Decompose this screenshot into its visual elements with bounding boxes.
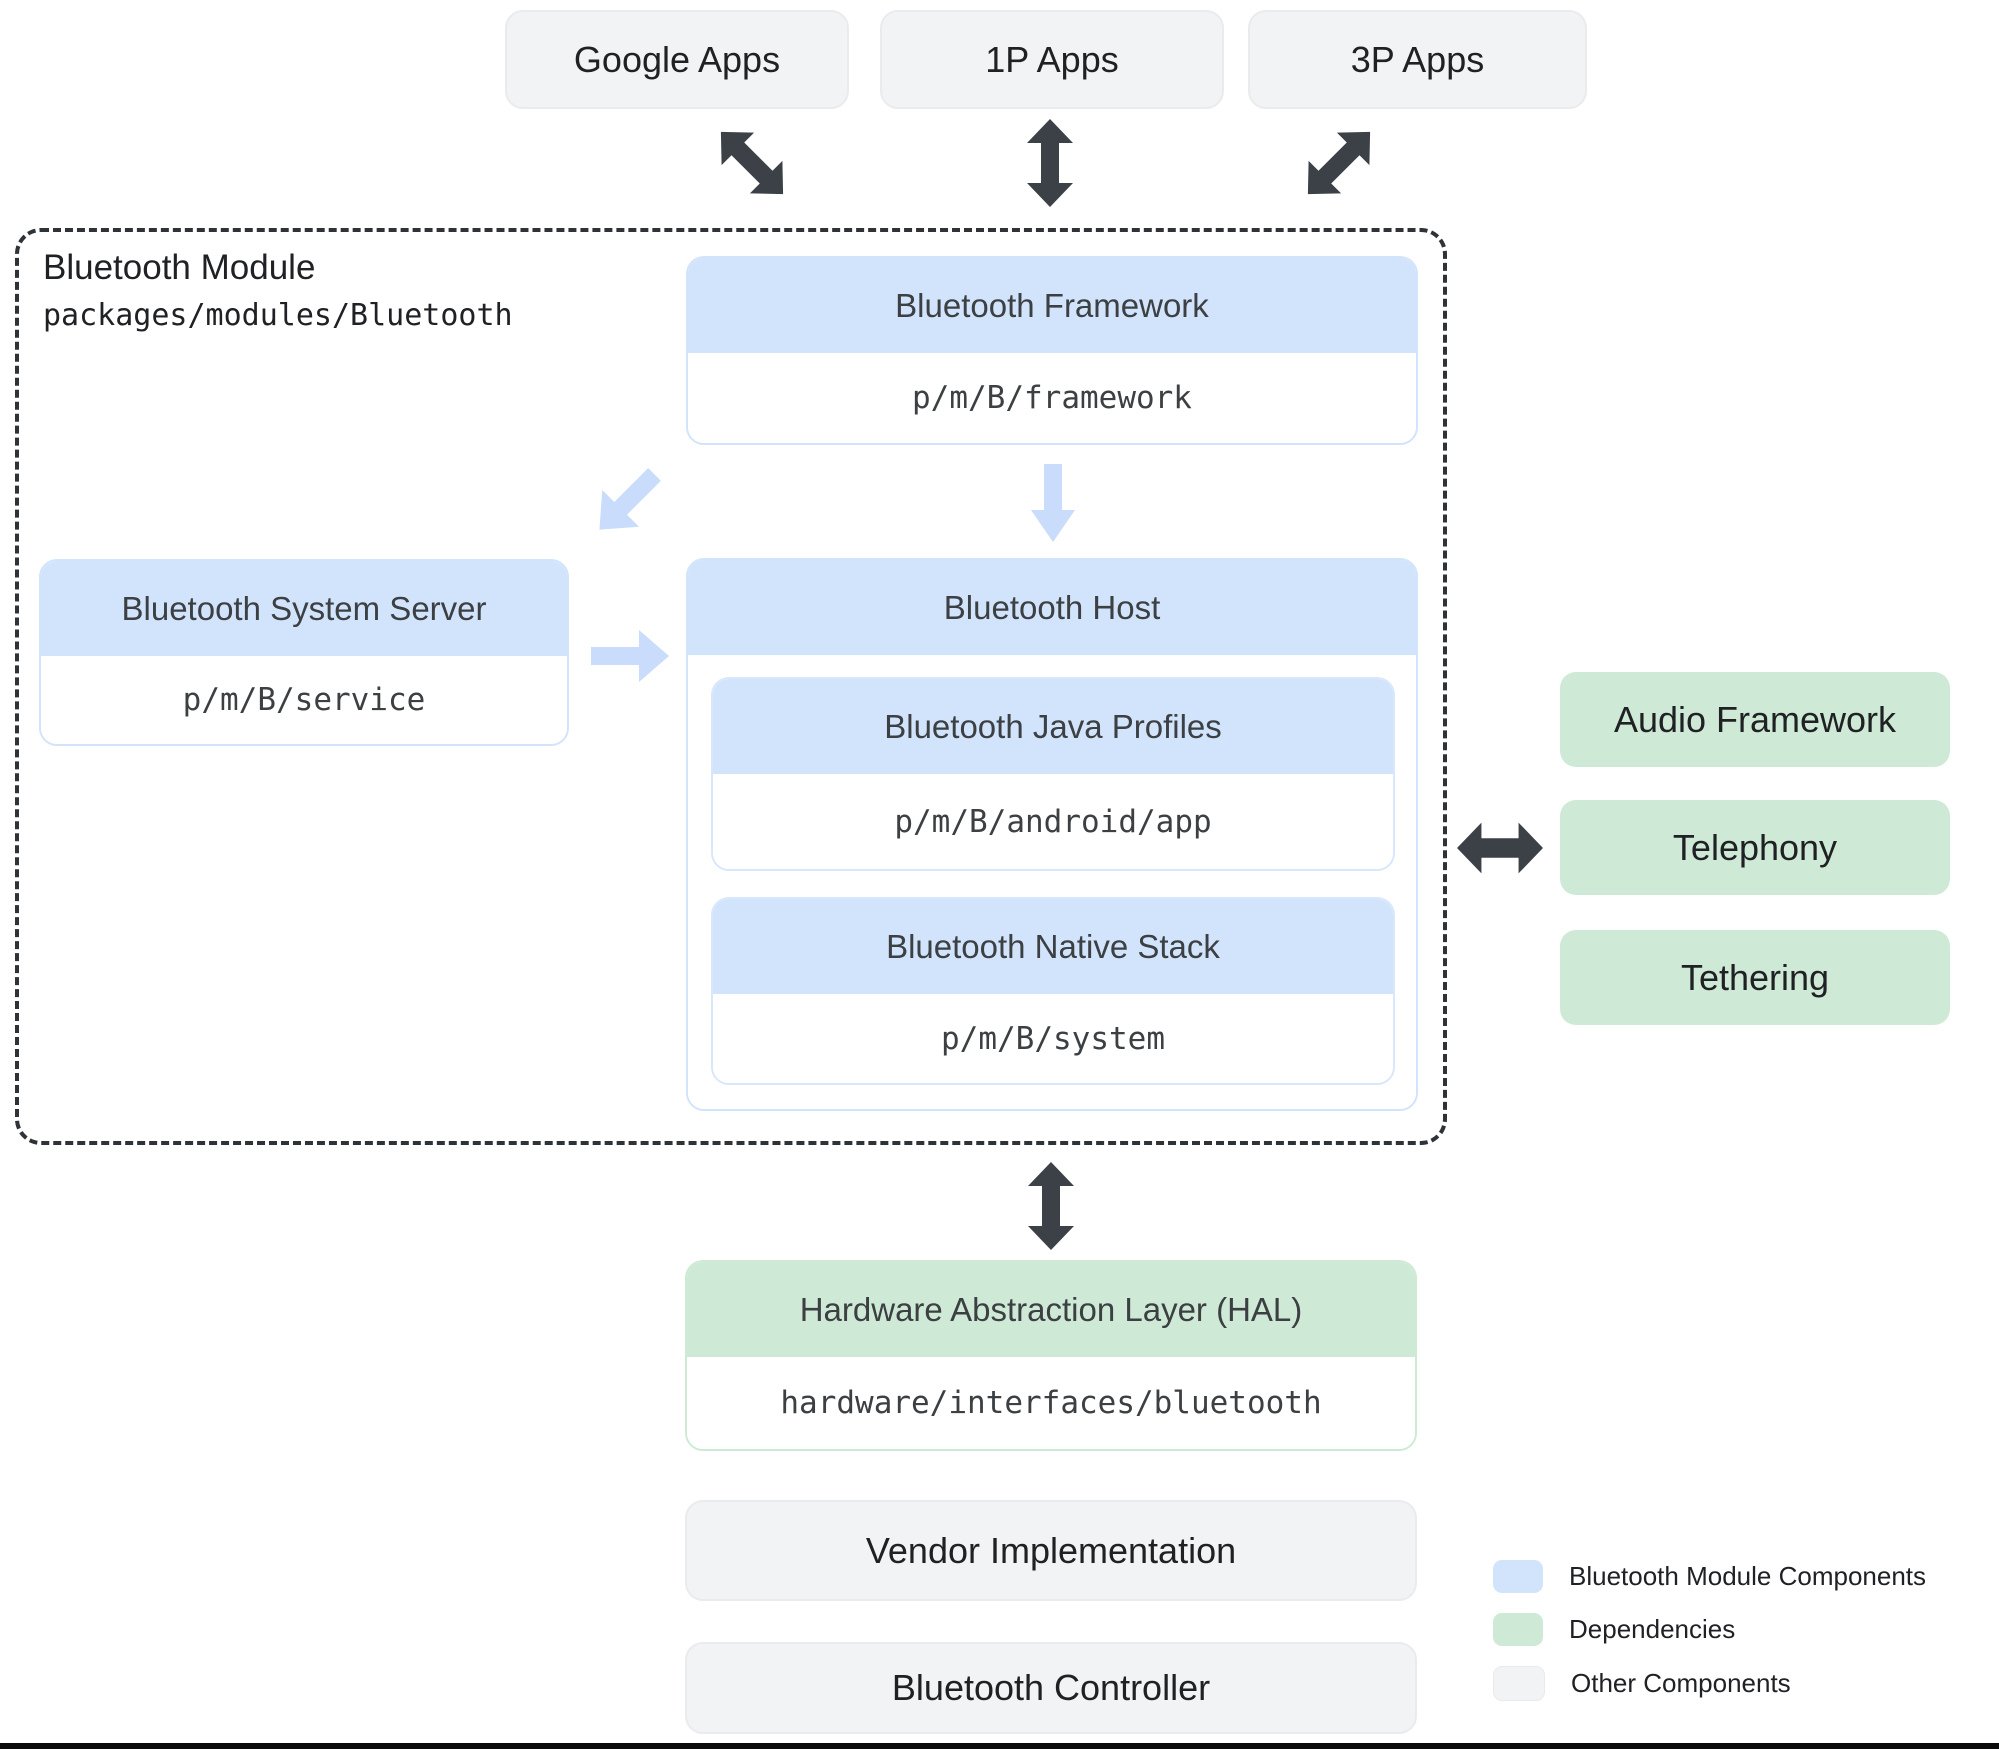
tethering-label: Tethering	[1680, 956, 1830, 998]
bluetooth-framework-path: p/m/B/framework	[688, 353, 1416, 443]
module-path: packages/modules/Bluetooth	[43, 298, 513, 333]
third-party-apps-bidirectional-arrow-icon	[1299, 121, 1379, 205]
bluetooth-system-server-title: Bluetooth System Server	[41, 561, 567, 656]
bluetooth-framework-title: Bluetooth Framework	[688, 258, 1416, 353]
bluetooth-native-stack-panel: Bluetooth Native Stack p/m/B/system	[711, 897, 1395, 1085]
bluetooth-controller-box: Bluetooth Controller	[685, 1642, 1417, 1734]
framework-to-system-server-arrow-icon	[579, 454, 675, 550]
legend-blue-label: Bluetooth Module Components	[1569, 1560, 1927, 1591]
bluetooth-controller-label: Bluetooth Controller	[891, 1667, 1211, 1708]
google-apps-bidirectional-arrow-icon	[712, 121, 792, 205]
bluetooth-java-profiles-path: p/m/B/android/app	[713, 774, 1393, 869]
legend-green-label: Dependencies	[1569, 1613, 1736, 1644]
bluetooth-native-stack-path: p/m/B/system	[713, 994, 1393, 1083]
tethering-box: Tethering	[1560, 930, 1950, 1025]
framework-to-host-arrow-icon	[1031, 464, 1075, 542]
first-party-apps-bidirectional-arrow-icon	[1027, 118, 1073, 208]
system-server-to-host-arrow-icon	[591, 630, 669, 682]
module-hal-bidirectional-arrow-icon	[1028, 1158, 1074, 1253]
bluetooth-system-server-path: p/m/B/service	[41, 656, 567, 744]
bluetooth-java-profiles-title: Bluetooth Java Profiles	[713, 679, 1393, 774]
third-party-apps-label: 3P Apps	[1350, 38, 1485, 80]
legend-item-module-components: Bluetooth Module Components	[1493, 1559, 1926, 1593]
bluetooth-system-server-panel: Bluetooth System Server p/m/B/service	[39, 559, 569, 746]
hal-title: Hardware Abstraction Layer (HAL)	[687, 1262, 1415, 1357]
bluetooth-host-body: Bluetooth Java Profiles p/m/B/android/ap…	[688, 655, 1416, 1109]
hal-path: hardware/interfaces/bluetooth	[687, 1357, 1415, 1449]
legend-blue-swatch	[1493, 1559, 1543, 1593]
bluetooth-host-panel: Bluetooth Host Bluetooth Java Profiles p…	[686, 558, 1418, 1111]
bluetooth-framework-panel: Bluetooth Framework p/m/B/framework	[686, 256, 1418, 445]
module-dependencies-bidirectional-arrow-icon	[1457, 822, 1543, 874]
google-apps-label: Google Apps	[573, 38, 781, 80]
bluetooth-native-stack-title: Bluetooth Native Stack	[713, 899, 1393, 994]
google-apps-box: Google Apps	[505, 10, 849, 109]
hal-panel: Hardware Abstraction Layer (HAL) hardwar…	[685, 1260, 1417, 1451]
screenshot-bottom-edge	[0, 1743, 1999, 1749]
bluetooth-java-profiles-panel: Bluetooth Java Profiles p/m/B/android/ap…	[711, 677, 1395, 871]
vendor-implementation-box: Vendor Implementation	[685, 1500, 1417, 1601]
audio-framework-box: Audio Framework	[1560, 672, 1950, 767]
bluetooth-module-boundary: Bluetooth Module packages/modules/Blueto…	[15, 228, 1447, 1145]
legend-grey-label: Other Components	[1571, 1667, 1791, 1698]
bluetooth-host-title: Bluetooth Host	[688, 560, 1416, 655]
legend-grey-swatch	[1493, 1665, 1545, 1701]
module-title: Bluetooth Module	[43, 248, 316, 287]
legend-item-other-components: Other Components	[1493, 1665, 1791, 1701]
first-party-apps-box: 1P Apps	[880, 10, 1224, 109]
legend-item-dependencies: Dependencies	[1493, 1612, 1735, 1646]
audio-framework-label: Audio Framework	[1613, 698, 1897, 740]
telephony-box: Telephony	[1560, 800, 1950, 895]
first-party-apps-label: 1P Apps	[985, 38, 1119, 80]
legend-green-swatch	[1493, 1612, 1543, 1646]
telephony-label: Telephony	[1672, 826, 1838, 868]
vendor-implementation-label: Vendor Implementation	[865, 1529, 1237, 1571]
third-party-apps-box: 3P Apps	[1248, 10, 1587, 109]
